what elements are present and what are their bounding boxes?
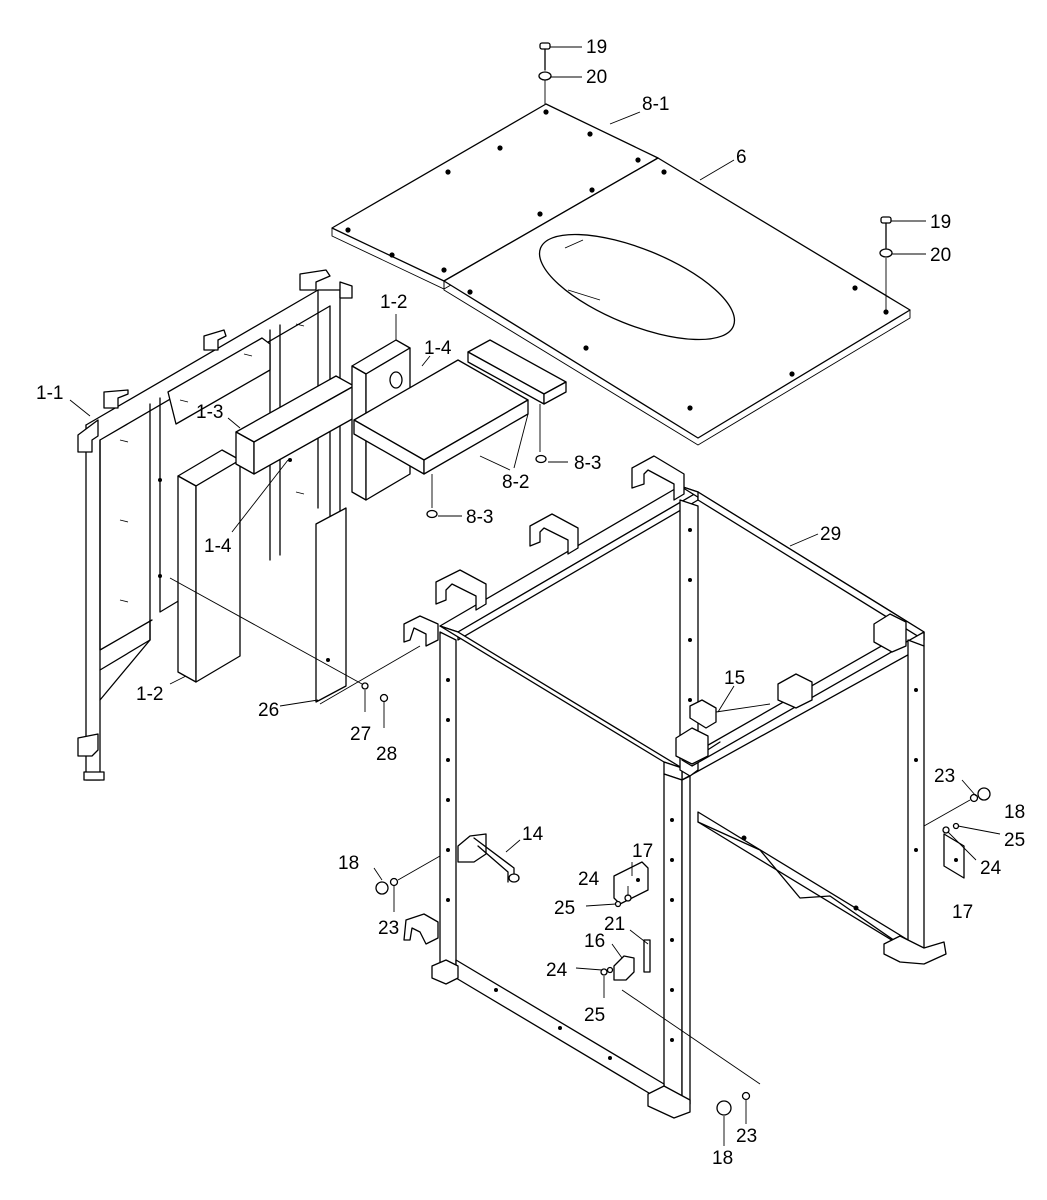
callout-14: 14 xyxy=(522,824,544,845)
washer-28 xyxy=(379,693,389,703)
screws-24-25 xyxy=(600,822,960,976)
callout-24: 24 xyxy=(546,960,568,981)
lock-16 xyxy=(613,955,635,981)
callout-24: 24 xyxy=(578,869,600,890)
callout-26: 26 xyxy=(258,700,279,721)
panel-26 xyxy=(315,507,421,705)
callout-labels: 19 20 8-1 6 19 20 1-2 1-4 1-1 1-3 8-3 8-… xyxy=(36,37,1025,1169)
foot-18-bottom xyxy=(716,1100,732,1116)
callout-25: 25 xyxy=(554,898,575,919)
foot-18-left xyxy=(375,881,389,895)
support-block-8-2-a xyxy=(353,359,529,475)
callout-18: 18 xyxy=(1004,802,1025,823)
handle-14 xyxy=(457,833,520,883)
callout-19: 19 xyxy=(586,37,607,58)
callout-25: 25 xyxy=(584,1005,605,1026)
foot-18-right xyxy=(977,787,991,801)
latch-plate-17-front xyxy=(613,861,649,905)
callout-20: 20 xyxy=(930,245,951,266)
washer-20-right xyxy=(879,248,893,258)
callout-15: 15 xyxy=(724,668,745,689)
main-frame xyxy=(403,455,947,1119)
washer-20-top xyxy=(538,71,552,81)
callout-8-3: 8-3 xyxy=(466,507,493,528)
callout-1-2: 1-2 xyxy=(380,292,407,313)
callout-23: 23 xyxy=(378,918,399,939)
callout-1-4: 1-4 xyxy=(204,536,232,557)
callout-17: 17 xyxy=(632,841,653,862)
callout-17: 17 xyxy=(952,902,973,923)
nut-23-bottom xyxy=(741,1091,751,1101)
top-plate-right xyxy=(443,157,911,446)
callout-19: 19 xyxy=(930,212,951,233)
callout-29: 29 xyxy=(820,524,841,545)
leader-line xyxy=(621,989,761,1085)
leader-lines xyxy=(69,46,1001,1146)
callout-8-1: 8-1 xyxy=(642,94,669,115)
callout-16: 16 xyxy=(584,931,605,952)
callout-6: 6 xyxy=(736,147,747,168)
cushion-block-1-2-left xyxy=(177,449,241,683)
callout-8-2: 8-2 xyxy=(502,472,529,493)
callout-21: 21 xyxy=(604,914,625,935)
callout-18: 18 xyxy=(712,1148,733,1169)
bracket-15 xyxy=(689,699,771,729)
nut-23-left xyxy=(389,855,441,887)
callout-8-3: 8-3 xyxy=(574,453,601,474)
callout-23: 23 xyxy=(736,1126,757,1147)
catch-21 xyxy=(643,939,651,973)
callout-25: 25 xyxy=(1004,830,1025,851)
callout-23: 23 xyxy=(934,766,955,787)
leader-line xyxy=(169,577,363,685)
cushion-block-1-3 xyxy=(235,375,355,475)
nut-23-right xyxy=(923,793,979,827)
latch-plate-17-right xyxy=(943,833,965,879)
callout-28: 28 xyxy=(376,744,397,765)
bolt-19-top xyxy=(539,42,551,104)
bolt-19-right xyxy=(880,216,892,312)
callout-27: 27 xyxy=(350,724,371,745)
callout-1-2: 1-2 xyxy=(136,684,163,705)
callout-1-4: 1-4 xyxy=(424,338,452,359)
support-block-8-2-b xyxy=(467,339,567,405)
callout-18: 18 xyxy=(338,853,359,874)
callout-20: 20 xyxy=(586,67,607,88)
screw-27 xyxy=(361,682,369,690)
callout-1-3: 1-3 xyxy=(196,402,223,423)
callout-1-1: 1-1 xyxy=(36,383,63,404)
callout-24: 24 xyxy=(980,858,1002,879)
rubber-feet-8-3 xyxy=(426,404,547,519)
